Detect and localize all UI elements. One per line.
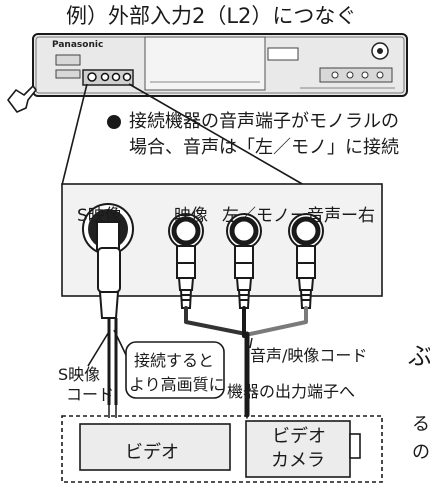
page-edge-glyph: ぶ (408, 342, 430, 370)
recorder-device (32, 33, 408, 97)
av-cord (184, 306, 308, 419)
s-video-leader (87, 329, 111, 367)
port-label-video: 映像 (174, 206, 208, 226)
note-line-1: 接続機器の音声端子がモノラルの (129, 111, 399, 132)
port-label-audio: 左／モノー音声ー右 (222, 206, 375, 226)
output-terminal-label: 機器の出力端子へ (227, 382, 356, 401)
high-quality-label-2: より高画質に (129, 375, 225, 394)
video-camera-box (245, 420, 351, 478)
pointer-hand-icon (7, 85, 37, 113)
audio-right-socket (288, 213, 324, 249)
audio-left-plug (234, 245, 254, 309)
s-video-cord-label-1: S映像 (58, 365, 101, 384)
external-devices-area (61, 415, 383, 483)
video-socket (168, 213, 204, 249)
audio-right-plug (296, 245, 316, 309)
s-video-cord-label-2: コード (66, 385, 115, 404)
video-plug (176, 245, 196, 309)
callout-lines (61, 83, 305, 186)
camera-lens-icon (349, 433, 361, 459)
page-edge-text-2: の (412, 442, 430, 463)
page-edge-text-1: る (412, 414, 430, 435)
video-deck-label: ビデオ (125, 442, 179, 463)
audio-left-socket (226, 213, 262, 249)
video-camera-label-1: ビデオ (272, 426, 326, 447)
page-title: 例）外部入力2（L2）につなぐ (66, 4, 357, 28)
port-label-s-video: S映像 (77, 206, 122, 226)
bullet-icon (107, 115, 121, 129)
av-cord-label: 音声/映像コード (250, 346, 368, 365)
av-cord-leader (249, 337, 253, 349)
note-line-2: 場合、音声は「左／モノ」に接続 (129, 137, 399, 158)
high-quality-label-1: 接続すると (134, 351, 215, 370)
high-quality-callout (113, 329, 225, 399)
video-camera-label-2: カメラ (271, 450, 325, 471)
brand-logo-text: Panasonic (52, 40, 104, 50)
video-deck-box (79, 423, 231, 471)
